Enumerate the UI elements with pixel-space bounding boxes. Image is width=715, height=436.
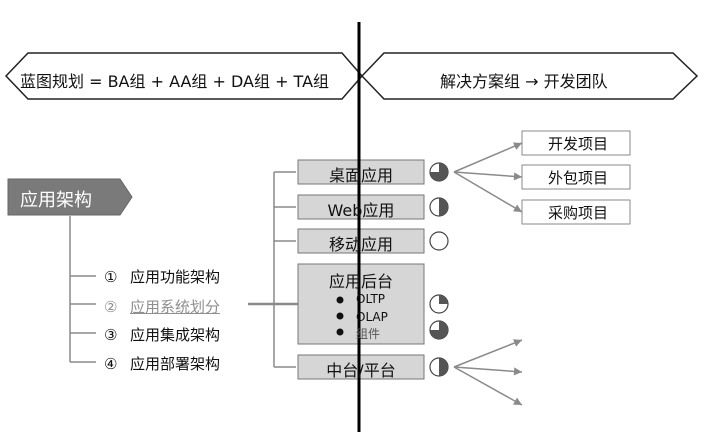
item-1-text: 应用功能架构 [130,268,221,286]
project-outsource-label: 外包项目 [547,169,608,187]
arrow-to-purchase-shaft [453,171,523,213]
sub-component-label: 组件 [356,327,381,341]
arrow-to-outsource-head [513,172,522,181]
item-2: ② 应用系统划分 [104,296,220,317]
app-backend-box [297,263,425,345]
header-right-shape [360,52,699,100]
project-outsource-box [521,164,631,190]
header-right-text: 解决方案组 → 开发团队 [440,72,608,91]
arrow-to-dev-shaft [453,142,523,173]
app-web-label: Web应用 [327,201,395,220]
sub-olap-label: OLAP [356,310,388,324]
root-box [7,178,133,216]
pie-component-fill [430,321,448,339]
sub-bullet-3 [336,328,344,336]
item-3-text: 应用集成架构 [130,326,221,344]
project-dev-box [521,130,631,156]
arrow-platform-1-head [513,339,522,347]
item-1: ① 应用功能架构 [104,266,220,287]
item-4-num: ④ [104,355,118,373]
header-left-text: 蓝图规划 = BA组 + AA组 + DA组 + TA组 [20,72,330,91]
pie-desktop-fill [430,163,448,181]
app-desktop-box [297,159,425,185]
app-desktop-label: 桌面应用 [328,166,393,185]
pie-platform-fill [439,358,448,376]
item-2-text: 应用系统划分 [130,298,221,316]
app-platform-box [297,354,425,380]
arrow-platform-2-shaft [453,366,523,373]
app-web-box [297,194,425,220]
pie-web-fill [439,198,448,216]
sub-oltp-label: OLTP [356,292,386,306]
arrow-to-outsource-shaft [453,171,523,178]
arrow-platform-3-head [513,397,522,405]
item-3-num: ③ [104,326,118,344]
project-dev-label: 开发项目 [547,135,608,153]
item-4-text: 应用部署架构 [130,355,221,373]
app-platform-label: 中台/平台 [326,361,396,380]
arrow-platform-3-shaft [453,366,523,406]
arrow-platform-2-head [513,367,522,376]
item-1-num: ① [104,268,118,286]
root-label: 应用架构 [20,190,92,211]
sub-bullet-2 [336,312,344,320]
arrow-to-purchase-head [513,204,522,212]
arrow-platform-1-shaft [453,339,523,368]
app-mobile-box [297,228,425,254]
app-backend-label: 应用后台 [328,272,393,291]
pie-oltp-fill [439,295,448,304]
item-3: ③ 应用集成架构 [104,324,220,345]
pie-mobile-ring [429,231,449,251]
app-mobile-label: 移动应用 [328,235,393,254]
item-4: ④ 应用部署架构 [104,353,220,374]
project-purchase-label: 采购项目 [547,204,608,222]
sub-bullet-1 [336,296,344,304]
project-purchase-box [521,199,631,225]
arrow-to-dev-head [513,142,522,150]
item-2-num: ② [104,298,118,316]
